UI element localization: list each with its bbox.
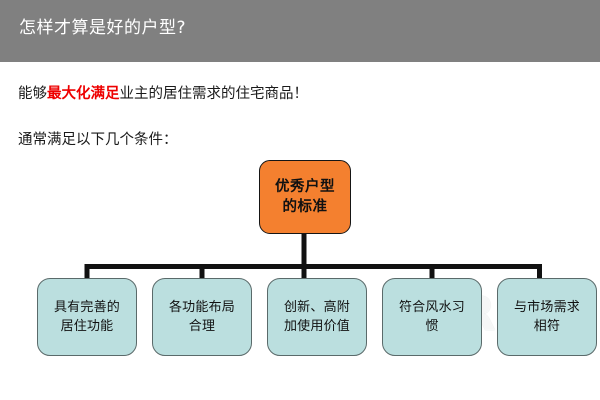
page-title: 怎样才算是好的户型? (19, 18, 187, 38)
diagram-node-leaf-2-label: 创新、高附 加使用价值 (284, 298, 350, 336)
diagram-node-leaf-4-line2: 相符 (533, 319, 561, 334)
diagram-node-leaf-3[interactable]: 符合风水习 惯 (382, 278, 482, 356)
slide-title-bar: 怎样才算是好的户型? (0, 0, 600, 62)
connector-stub-3 (429, 264, 435, 278)
diagram-node-root[interactable]: 优秀户型 的标准 (259, 160, 351, 234)
connector-stub-1 (199, 264, 205, 278)
diagram-node-leaf-4[interactable]: 与市场需求 相符 (497, 278, 597, 356)
diagram-node-leaf-2[interactable]: 创新、高附 加使用价值 (267, 278, 367, 356)
connector-stub-0 (84, 264, 90, 278)
diagram-node-root-line1: 优秀户型 (275, 179, 335, 195)
body-text-line-1: 能够最大化满足业主的居住需求的住宅商品！ (18, 84, 308, 104)
body-line-1-prefix: 能够 (18, 86, 47, 102)
body-line-1-emphasis: 最大化满足 (47, 86, 120, 102)
diagram-node-leaf-0[interactable]: 具有完善的 居住功能 (37, 278, 137, 356)
diagram-node-root-line2: 的标准 (282, 199, 328, 215)
diagram-node-leaf-0-line2: 居住功能 (60, 319, 114, 334)
diagram-node-leaf-2-line2: 加使用价值 (283, 319, 350, 334)
diagram-node-leaf-0-line1: 具有完善的 (53, 300, 120, 315)
diagram-node-leaf-4-line1: 与市场需求 (513, 300, 580, 315)
connector-stub-2 (301, 264, 307, 278)
diagram-node-root-label: 优秀户型 的标准 (275, 177, 335, 217)
connector-horizontal-bus (85, 264, 542, 269)
diagram-connector-lines (84, 233, 542, 278)
connector-root-stem (301, 233, 307, 268)
diagram-node-leaf-4-label: 与市场需求 相符 (514, 298, 580, 336)
diagram-node-leaf-0-label: 具有完善的 居住功能 (54, 298, 120, 336)
diagram-node-leaf-3-line2: 惯 (425, 319, 439, 334)
diagram-node-leaf-2-line1: 创新、高附 (283, 300, 350, 315)
connector-stub-4 (537, 264, 542, 278)
diagram-node-leaf-3-label: 符合风水习 惯 (399, 298, 465, 336)
diagram-node-leaf-1-line1: 各功能布局 (168, 300, 235, 315)
diagram-node-leaf-1[interactable]: 各功能布局 合理 (152, 278, 252, 356)
diagram-node-leaf-3-line1: 符合风水习 (398, 300, 465, 315)
body-line-1-suffix: 业主的居住需求的住宅商品！ (119, 86, 309, 102)
body-text-line-2: 通常满足以下几个条件： (18, 132, 178, 148)
diagram-node-leaf-1-line2: 合理 (188, 319, 216, 334)
diagram-node-leaf-1-label: 各功能布局 合理 (169, 298, 235, 336)
